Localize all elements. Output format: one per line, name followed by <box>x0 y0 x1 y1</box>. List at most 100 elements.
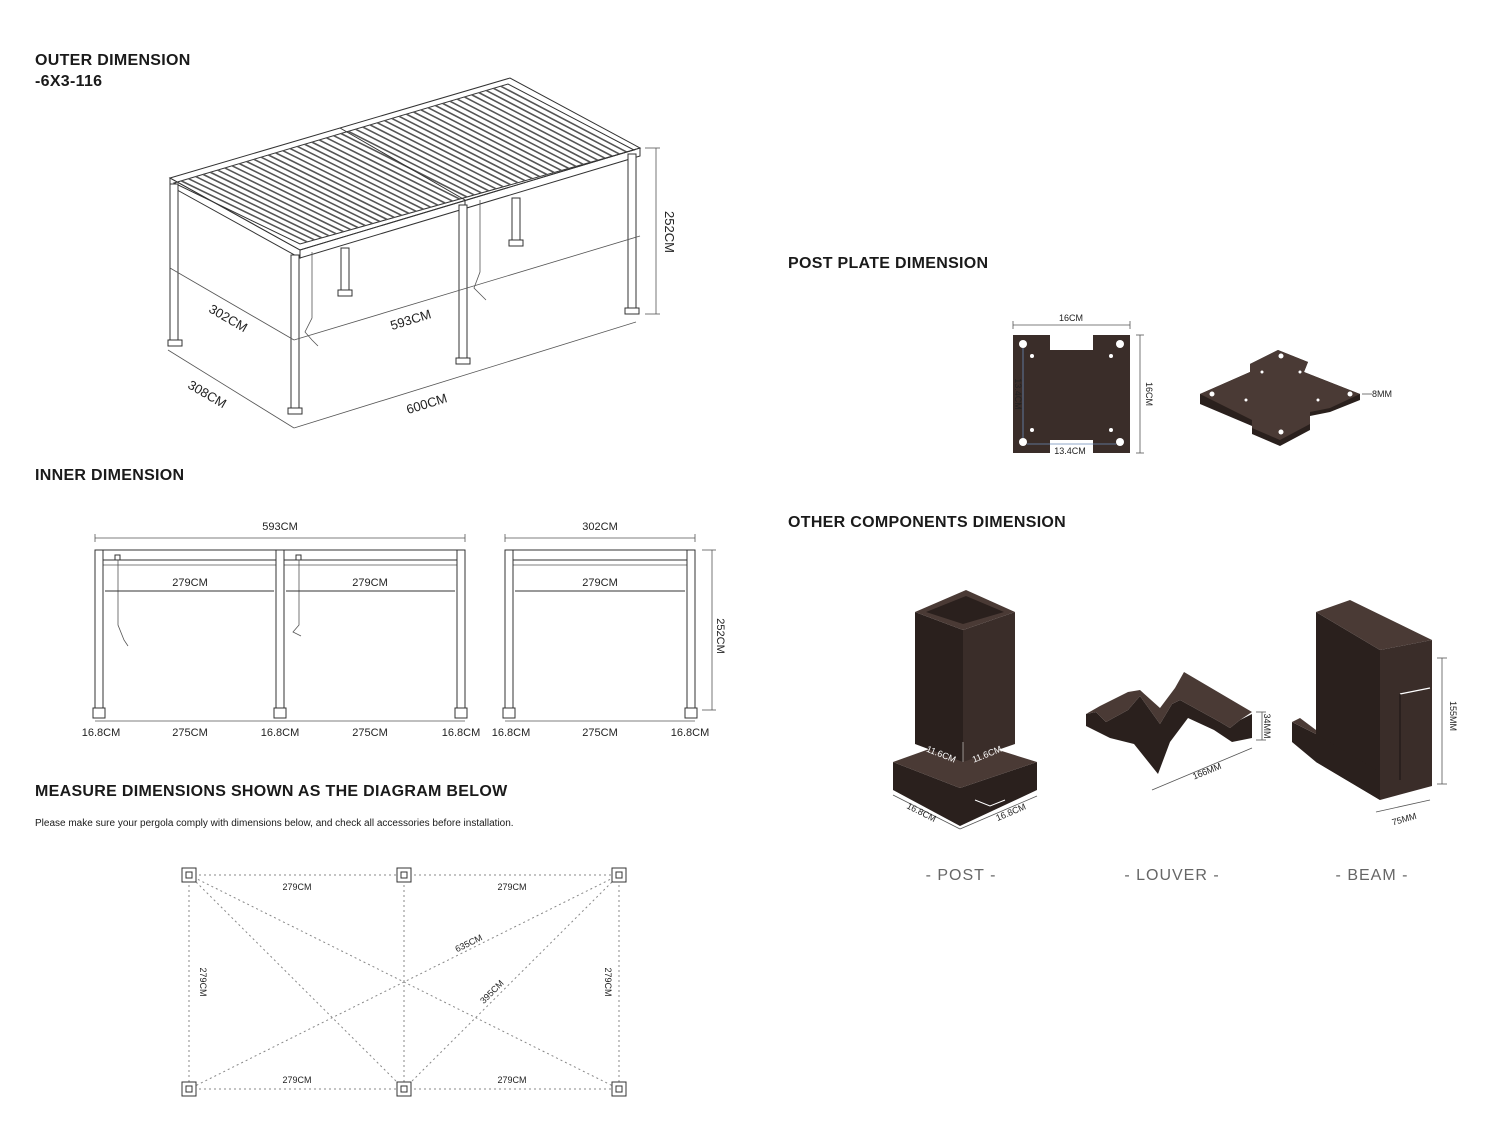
louver-slat <box>217 169 344 233</box>
louver-slat <box>260 156 388 221</box>
post-plate-top-view: 16CM 13.4CM 13.4CM 16CM <box>1012 313 1154 456</box>
louver-label: - LOUVER - <box>1124 867 1219 884</box>
louver-slat <box>304 143 432 208</box>
inner-side-total: 302CM <box>582 521 617 533</box>
louver-width-label: 166MM <box>1191 761 1223 782</box>
louver-slat <box>485 89 613 157</box>
louver-slat <box>224 167 352 231</box>
louver-slat <box>253 158 381 223</box>
louver-slat <box>202 173 330 237</box>
louver-slat <box>413 111 540 178</box>
roof-louvers <box>180 85 628 243</box>
louver-slat <box>180 180 308 243</box>
outer-depth-top-label: 302CM <box>206 301 250 335</box>
louver-slat <box>369 124 497 190</box>
louver-slat <box>420 109 548 176</box>
inner-side-span: 279CM <box>582 577 617 589</box>
louver-slat <box>362 126 490 192</box>
inner-front-total: 593CM <box>262 521 297 533</box>
measure-note: Please make sure your pergola comply wit… <box>35 818 514 829</box>
inner-side-height: 252CM <box>714 618 726 653</box>
louver-slat <box>405 113 533 180</box>
louver-slat <box>238 162 366 227</box>
inner-side-post-2: 16.8CM <box>671 727 710 739</box>
louver-slat <box>478 91 606 159</box>
louver-slat <box>246 160 373 225</box>
beam-width-label: 75MM <box>1391 811 1418 828</box>
louver-slat <box>355 128 482 194</box>
inner-front-span-1: 279CM <box>172 577 207 589</box>
measure-left: 279CM <box>198 967 208 996</box>
outer-dimension-heading: OUTER DIMENSION <box>35 52 191 69</box>
post-plate-heading: POST PLATE DIMENSION <box>788 255 989 272</box>
louver-slat <box>376 122 504 188</box>
post-component: 11.6CM 11.6CM 16.8CM 16.8CM - POST - <box>892 590 1038 884</box>
measure-diagram: 279CM 279CM 279CM 279CM 279CM 279CM 635C… <box>181 867 627 1097</box>
plate-thickness-label: 8MM <box>1372 389 1392 399</box>
louver-slat <box>464 96 591 163</box>
louver-slat <box>275 152 403 217</box>
beam-height-label: 155MM <box>1448 701 1458 731</box>
louver-height-label: 34MM <box>1262 713 1272 738</box>
inner-front-post-2: 16.8CM <box>261 727 300 739</box>
post-plate-3d-view: 8MM <box>1200 350 1392 446</box>
inner-front-post-1: 16.8CM <box>82 727 121 739</box>
beam-label: - BEAM - <box>1336 867 1409 884</box>
louver-slat <box>195 175 323 239</box>
louver-slat <box>456 98 584 166</box>
louver-slat <box>297 145 424 210</box>
measure-diag-long: 635CM <box>453 932 483 954</box>
inner-side-gap: 275CM <box>582 727 617 739</box>
beam-component: 155MM 75MM - BEAM - <box>1292 600 1458 884</box>
louver-slat <box>318 139 446 204</box>
louver-slat <box>209 171 337 235</box>
outer-height-label: 252CM <box>662 211 677 253</box>
inner-dimension-heading: INNER DIMENSION <box>35 467 185 484</box>
measure-top-2: 279CM <box>497 882 526 892</box>
louver-slat <box>427 106 555 174</box>
inner-front-span-2: 279CM <box>352 577 387 589</box>
measure-top-1: 279CM <box>282 882 311 892</box>
louver-slat <box>391 117 519 184</box>
louver-slat <box>282 150 410 215</box>
louver-slat <box>311 141 439 206</box>
louver-slat <box>289 147 417 213</box>
plate-hole-v-label: 13.4CM <box>1013 378 1023 410</box>
louver-slat <box>384 119 511 186</box>
louver-component: 34MM 166MM - LOUVER - <box>1086 672 1272 884</box>
inner-front-gap-1: 275CM <box>172 727 207 739</box>
louver-slat <box>268 154 395 219</box>
louver-slat <box>471 94 599 161</box>
post-label: - POST - <box>926 867 997 884</box>
inner-side-post-1: 16.8CM <box>492 727 531 739</box>
louver-slat <box>347 130 475 196</box>
plate-hole-h-label: 13.4CM <box>1054 446 1086 456</box>
measure-bottom-1: 279CM <box>282 1075 311 1085</box>
louver-slat <box>326 137 453 202</box>
components-heading: OTHER COMPONENTS DIMENSION <box>788 514 1067 531</box>
inner-front-gap-2: 275CM <box>352 727 387 739</box>
plate-height-label: 16CM <box>1144 382 1154 406</box>
inner-side-view: 302CM 279CM 252CM 16.8CM 275CM 16.8CM <box>492 521 726 739</box>
plate-width-label: 16CM <box>1059 313 1083 323</box>
louver-slat <box>435 104 562 172</box>
outer-length-bottom-label: 600CM <box>404 390 448 417</box>
louver-slat <box>333 134 461 200</box>
measure-bottom-2: 279CM <box>497 1075 526 1085</box>
louver-slat <box>231 165 359 229</box>
louver-slat <box>493 87 620 155</box>
louver-slat <box>188 177 315 241</box>
measure-heading: MEASURE DIMENSIONS SHOWN AS THE DIAGRAM … <box>35 783 508 800</box>
inner-front-post-3: 16.8CM <box>442 727 481 739</box>
pergola-3d-view: 252CM 302CM 593CM 308CM 600CM <box>167 77 677 429</box>
outer-length-top-label: 593CM <box>388 306 432 333</box>
measure-right: 279CM <box>603 967 613 996</box>
louver-slat <box>449 100 577 168</box>
inner-front-view: 593CM 279CM 279CM 16.8CM 275CM 16.8CM 27… <box>82 521 481 739</box>
outer-depth-bottom-label: 308CM <box>185 377 229 411</box>
louver-slat <box>442 102 570 170</box>
model-code: -6X3-116 <box>35 73 103 90</box>
louver-slat <box>500 85 628 153</box>
louver-slat <box>398 115 526 182</box>
